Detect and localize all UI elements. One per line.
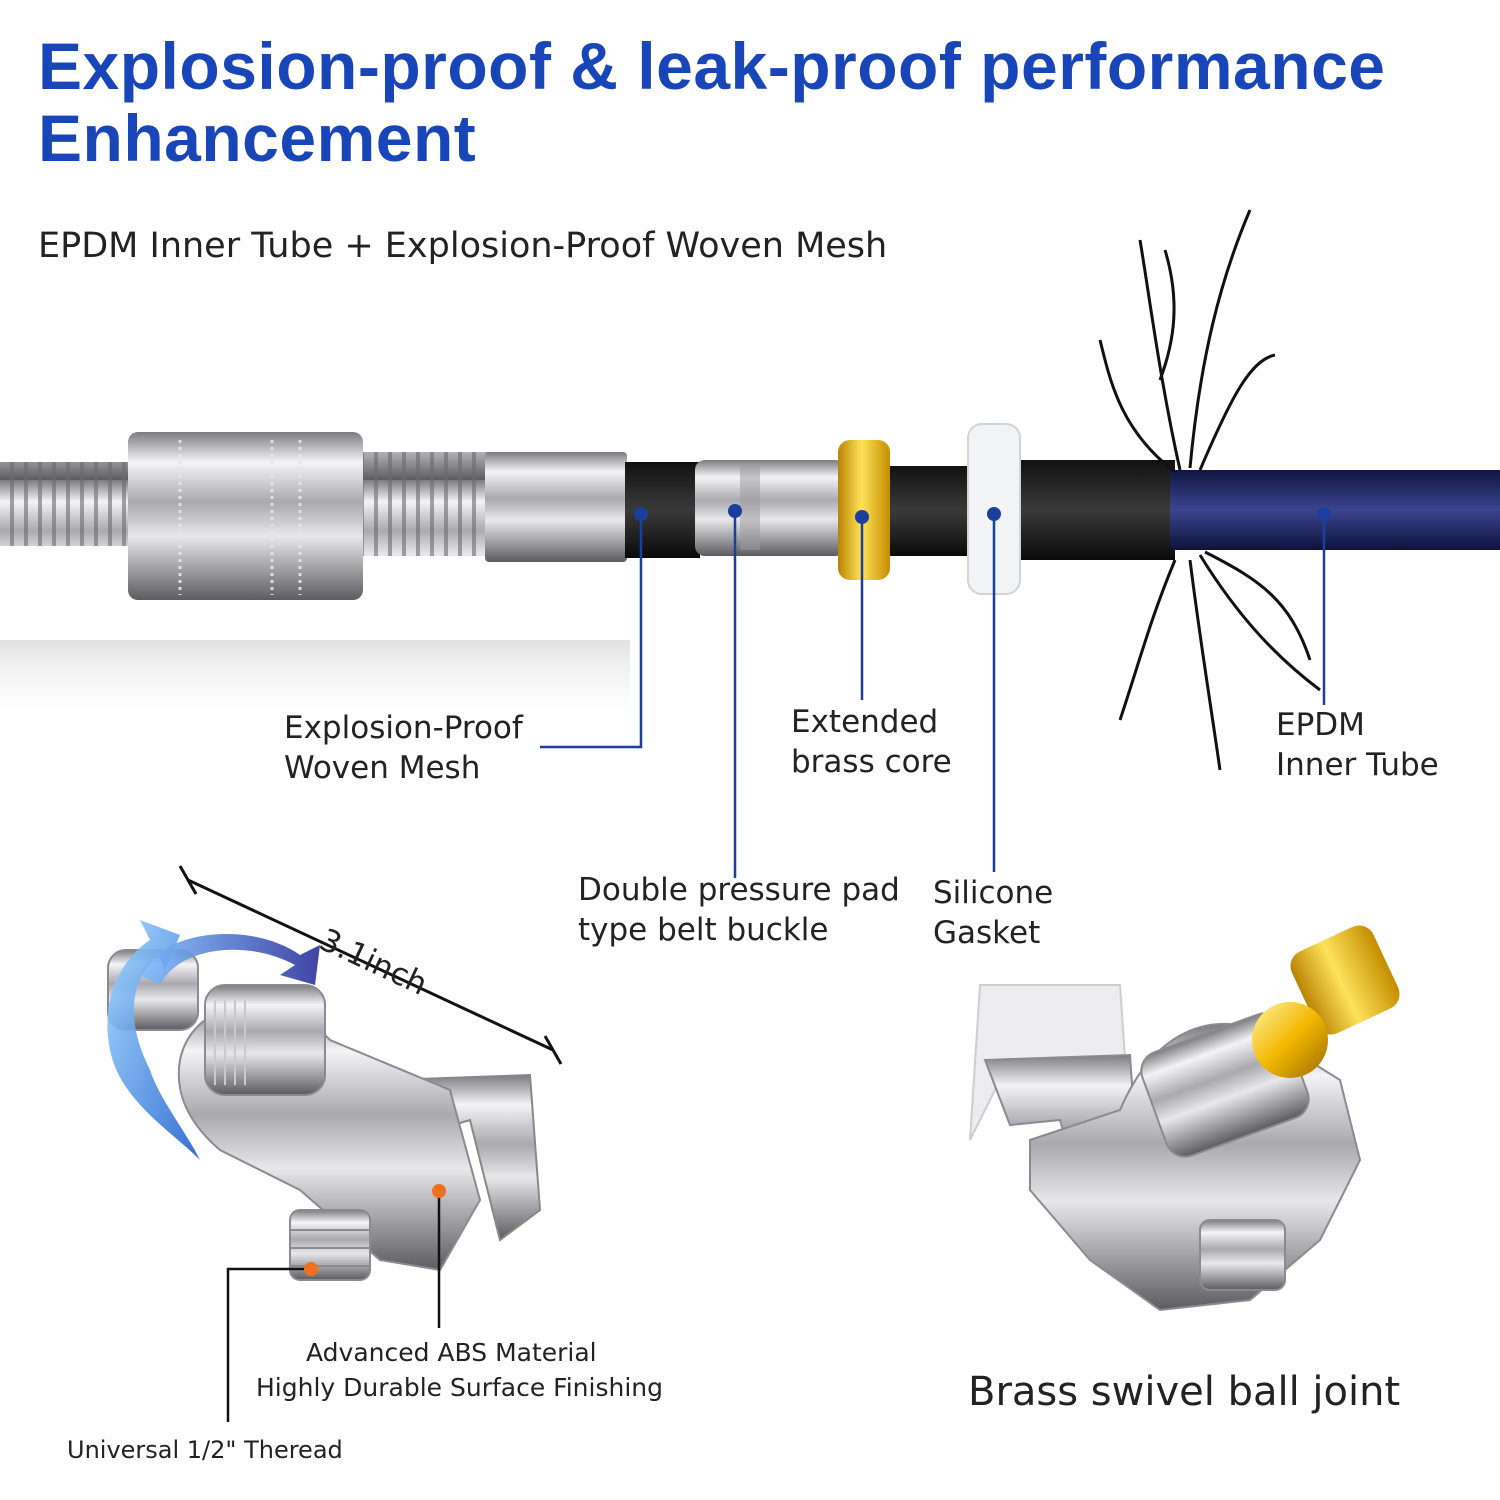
epdm-inner-tube — [1170, 470, 1500, 550]
callout-lines — [540, 511, 1326, 878]
thread-label: Universal 1/2" Theread — [67, 1436, 343, 1464]
frayed-fibres — [1098, 209, 1321, 771]
silicone-gasket-label: Silicone Gasket — [933, 875, 1054, 951]
inner-tube-label: EPDM Inner Tube — [1276, 707, 1439, 783]
callout-dot — [987, 507, 1001, 521]
page-title: Explosion-proof & leak-proof performance… — [38, 30, 1478, 174]
bracket-left — [107, 920, 542, 1281]
hose-reflection — [0, 640, 630, 730]
material-label-line-2: Highly Durable Surface Finishing — [256, 1373, 663, 1402]
title-line-2: Enhancement — [38, 101, 477, 175]
bracket-callout-lines — [226, 1191, 441, 1422]
brass-core-label: Extended brass core — [791, 704, 952, 780]
metal-hose-section — [0, 462, 135, 546]
callout-dot — [855, 510, 869, 524]
metal-hose-section — [360, 452, 490, 556]
brass-collar — [838, 440, 890, 580]
callout-dot — [728, 504, 742, 518]
callout-dot — [304, 1262, 318, 1276]
belt-buckle-label: Double pressure pad type belt buckle — [578, 872, 900, 948]
page-subtitle: EPDM Inner Tube + Explosion-Proof Woven … — [38, 226, 888, 266]
hose-nut — [128, 432, 363, 600]
woven-mesh — [1015, 460, 1175, 560]
brass-core-body — [695, 460, 845, 556]
hose-sleeve — [485, 452, 627, 562]
callout-dot — [432, 1184, 446, 1198]
dimension-line — [178, 865, 563, 1065]
bracket-right — [969, 925, 1400, 1312]
woven-mesh-label: Explosion-Proof Woven Mesh — [284, 710, 523, 786]
rotate-arrow-icon — [107, 920, 200, 1160]
brass-ball — [1252, 1002, 1328, 1078]
title-line-1: Explosion-proof & leak-proof performance — [38, 29, 1386, 103]
material-label-line-1: Advanced ABS Material — [306, 1338, 597, 1367]
callout-dot — [634, 507, 648, 521]
ball-joint-label: Brass swivel ball joint — [968, 1369, 1401, 1415]
rotate-arrow-icon — [140, 933, 320, 985]
woven-mesh — [880, 466, 975, 556]
callout-dot — [1317, 507, 1331, 521]
